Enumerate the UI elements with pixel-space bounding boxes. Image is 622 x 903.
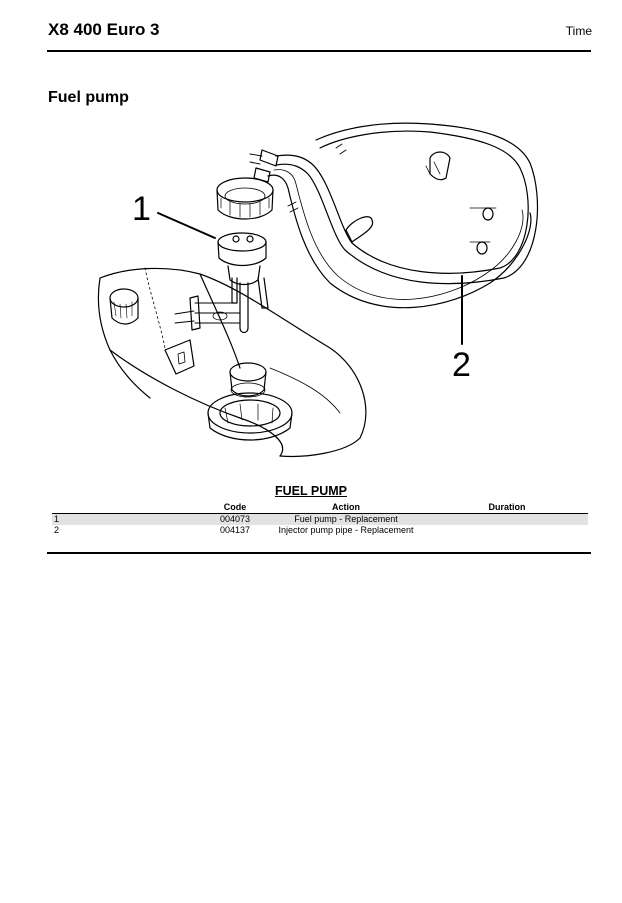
bracket-plate (164, 339, 195, 375)
tank-filler-neck (109, 288, 139, 325)
col-header-duration: Duration (488, 502, 526, 512)
row-code: 004073 (219, 514, 251, 524)
header-divider (47, 50, 591, 52)
document-title: X8 400 Euro 3 (48, 20, 160, 39)
section-title: Fuel pump (48, 89, 129, 106)
tank-pump-opening (207, 362, 293, 441)
table-row: 2 004137 Injector pump pipe - Replacemen… (52, 525, 588, 536)
fuel-pump-diagram: 1 2 (90, 118, 550, 470)
col-header-action: Action (332, 502, 360, 512)
callout-label-1: 1 (132, 190, 151, 228)
operations-table: Code Action Duration 1 004073 Fuel pump … (52, 502, 588, 536)
time-label: Time (565, 24, 592, 38)
callout-1: 1 (132, 190, 216, 239)
table-bottom-divider (47, 552, 591, 554)
fuel-pipe-lines (249, 122, 539, 309)
lock-ring (216, 177, 274, 220)
row-action: Injector pump pipe - Replacement (278, 525, 414, 535)
table-header-row: Code Action Duration (52, 502, 588, 513)
callout-label-2: 2 (452, 346, 471, 384)
row-code: 004137 (219, 525, 251, 535)
table-title: FUEL PUMP (275, 484, 347, 498)
fuel-pump-assembly (174, 232, 269, 334)
row-action: Fuel pump - Replacement (294, 514, 398, 524)
col-header-code: Code (223, 502, 247, 512)
callout-2: 2 (452, 275, 471, 384)
row-num: 1 (54, 514, 60, 524)
fuel-tank-outline (97, 267, 367, 457)
row-num: 2 (54, 525, 60, 535)
table-row: 1 004073 Fuel pump - Replacement (52, 513, 588, 525)
